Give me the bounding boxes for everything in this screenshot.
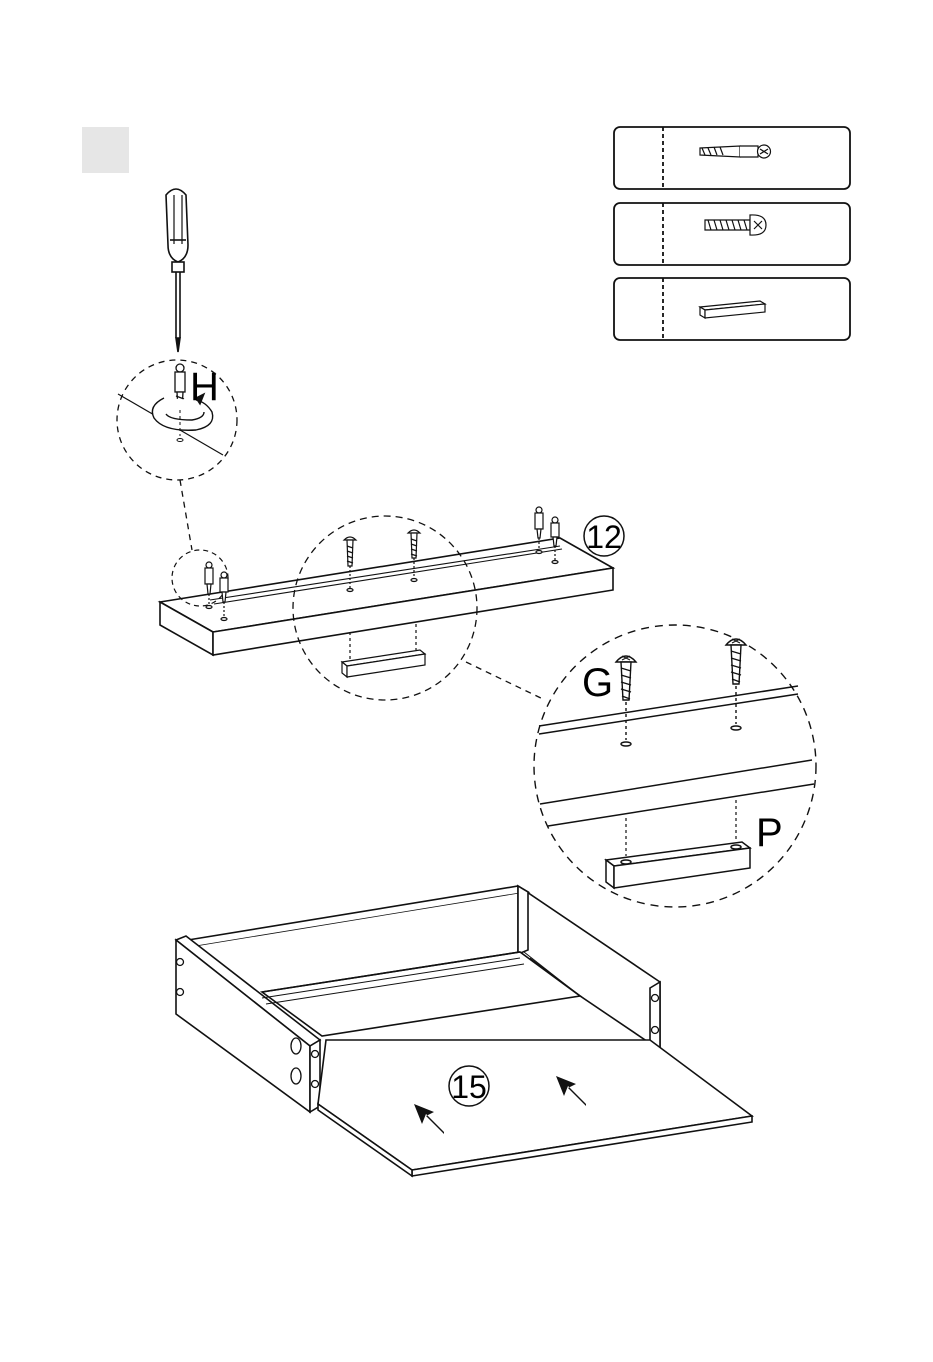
wood-block-icon	[342, 650, 425, 677]
screw-icon	[726, 639, 746, 730]
wood-block-icon	[606, 842, 750, 888]
label-shelf-panel: 12	[586, 519, 622, 555]
label-screw: G	[582, 661, 613, 705]
label-dowel-block: P	[756, 811, 783, 855]
parts-legend	[614, 127, 850, 340]
callout-line-detail	[466, 662, 545, 700]
part-number-bottom: 15	[449, 1066, 489, 1106]
step-box	[82, 127, 129, 173]
label-bottom-panel: 15	[451, 1069, 487, 1105]
label-cam-bolt: H	[190, 365, 219, 409]
legend-row-screw	[614, 203, 850, 265]
detail-circle-cam-bolt: H	[117, 360, 237, 480]
cam-bolt-icon	[700, 145, 771, 158]
screwdriver-icon	[166, 189, 188, 352]
detail-circle-screw-block: G P	[534, 625, 816, 907]
screw-icon	[705, 215, 766, 235]
callout-line-cam	[180, 480, 192, 550]
screw-icon	[616, 656, 636, 746]
shelf-panel	[160, 538, 613, 655]
legend-row-wood-block	[614, 278, 850, 340]
part-number-shelf: 12	[584, 516, 624, 556]
wood-block-icon	[700, 301, 765, 318]
drawer-frame	[176, 886, 752, 1176]
legend-row-cam-bolt	[614, 127, 850, 189]
